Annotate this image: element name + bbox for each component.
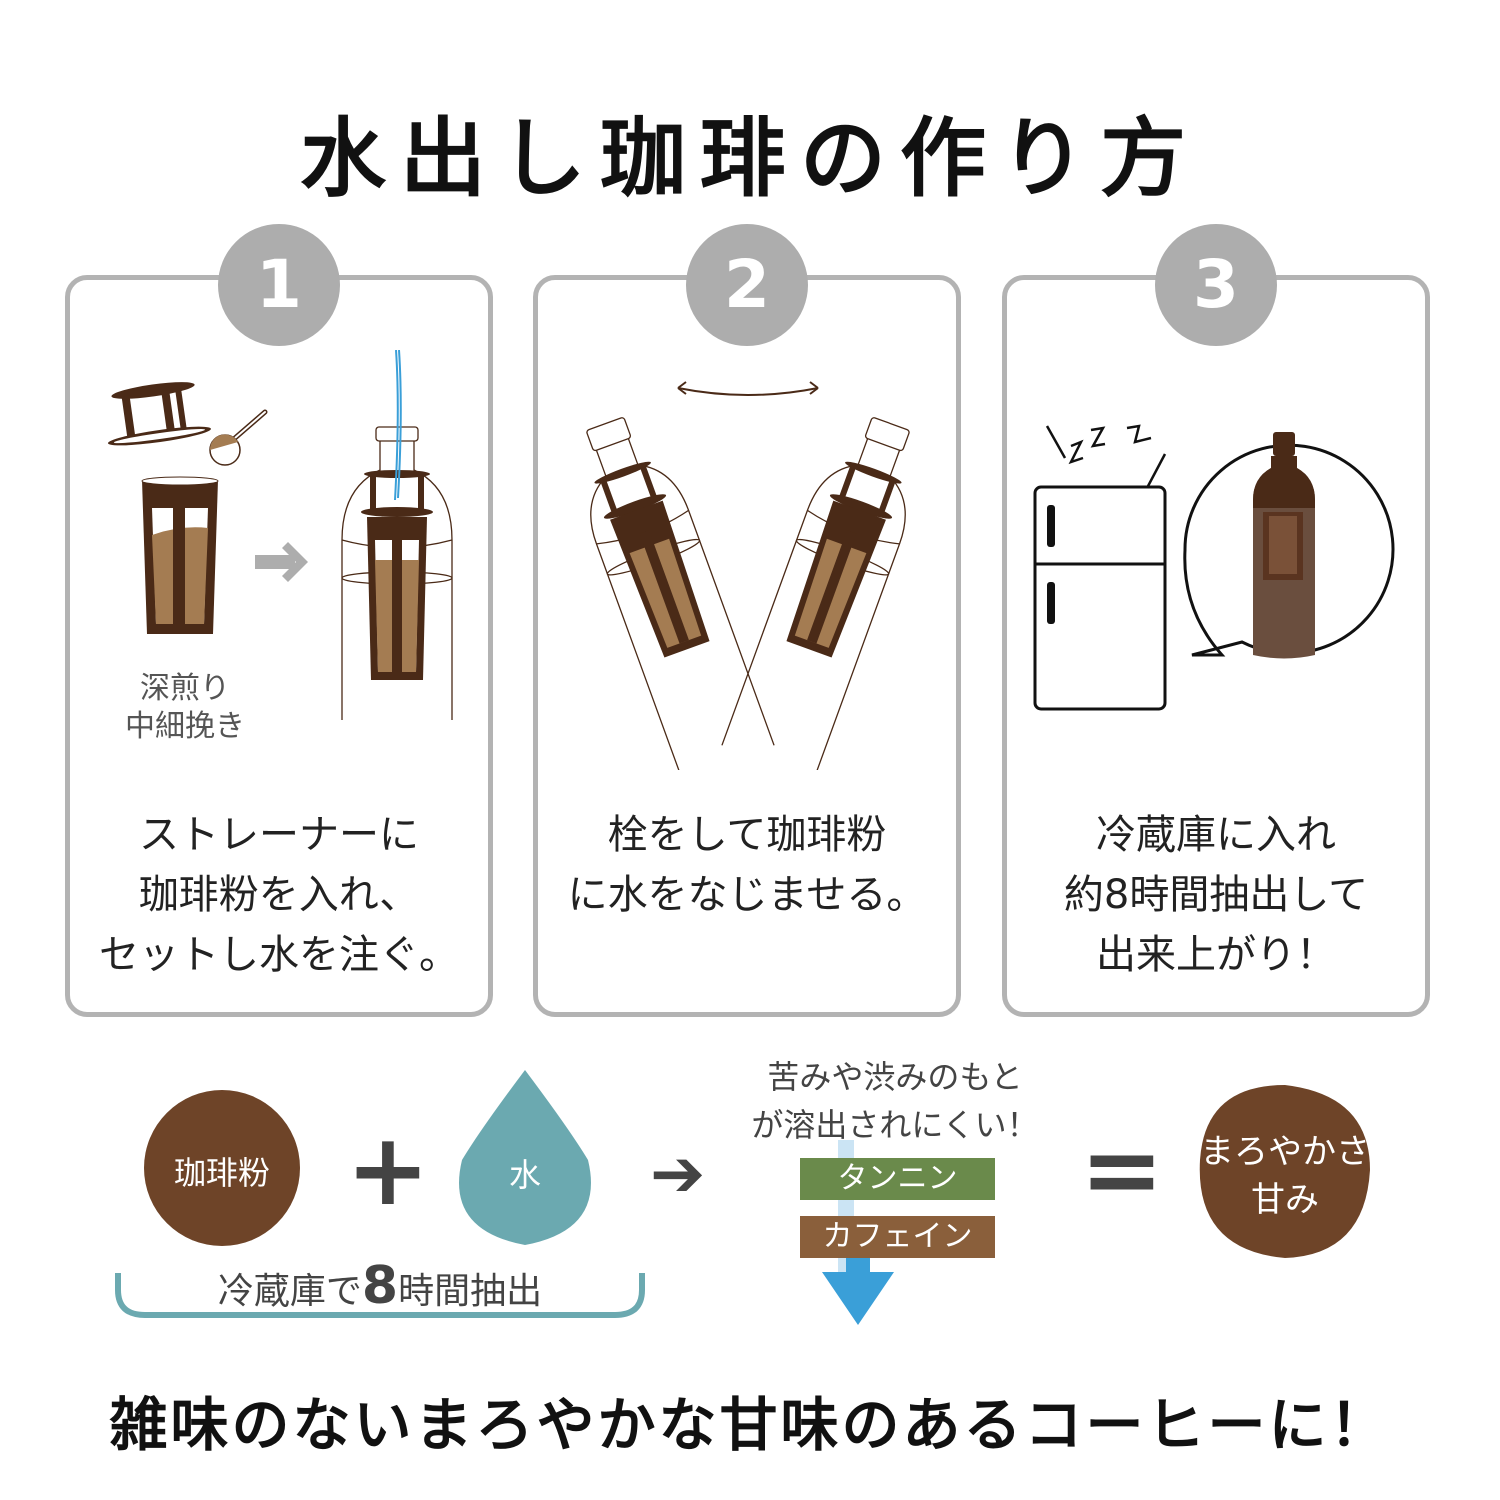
note-line: が溶出されにくい！ — [751, 1106, 1039, 1144]
plus-icon: + — [346, 1111, 430, 1228]
step-2-panel: 2 — [533, 224, 961, 1017]
caption-line: セットし水を注ぐ。 — [99, 932, 459, 978]
caption-line: 栓をして珈琲粉 — [607, 812, 887, 858]
tannin-tag: タンニン — [800, 1158, 995, 1200]
extract-hours: 8 — [361, 1256, 399, 1316]
note-line: 苦みや渋みのもと — [767, 1058, 1023, 1096]
extract-suffix: 時間抽出 — [398, 1271, 543, 1312]
caption-line: 出来上がり！ — [1096, 932, 1336, 978]
result-line: まろやかさ — [1200, 1132, 1370, 1172]
coffee-powder-label: 珈琲粉 — [173, 1154, 270, 1192]
grind-label: 深煎り 中細挽き — [100, 670, 270, 746]
equals-icon: = — [1080, 1111, 1164, 1228]
roast-label: 深煎り — [140, 671, 230, 706]
finished-bottle-icon — [1253, 432, 1315, 659]
strainer-bottle-illustration — [107, 350, 453, 720]
caption-line: 約8時間抽出して — [1063, 872, 1369, 918]
arrow-right-icon: ➔ — [650, 1135, 706, 1212]
step-number-badge: 2 — [686, 224, 808, 346]
arrow-down-icon — [822, 1258, 894, 1325]
result-label: まろやかさ 甘み — [1195, 1128, 1375, 1224]
caffeine-tag: カフェイン — [800, 1216, 995, 1258]
inner-strainer-icon — [361, 470, 433, 680]
swing-arrow-icon — [677, 381, 819, 396]
shake-bottles-illustration — [586, 381, 910, 770]
refrigerator-icon — [1033, 485, 1167, 711]
water-stream-icon — [394, 350, 402, 501]
step-1-caption: ストレーナーに 珈琲粉を入れ、 セットし水を注ぐ。 — [70, 805, 488, 985]
extract-time-label: 冷蔵庫で8時間抽出 — [120, 1256, 640, 1316]
step-number-badge: 1 — [218, 224, 340, 346]
strainer-tube-icon — [141, 476, 219, 634]
fridge-handle-bottom — [1047, 582, 1055, 624]
caption-line: に水をなじませる。 — [567, 872, 927, 918]
step-2-caption: 栓をして珈琲粉 に水をなじませる。 — [538, 805, 956, 925]
fridge-handle-top — [1047, 505, 1055, 547]
strainer-cap-icon — [107, 382, 211, 446]
water-label: 水 — [508, 1156, 541, 1194]
result-line: 甘み — [1251, 1180, 1319, 1220]
extract-prefix: 冷蔵庫で — [217, 1271, 362, 1312]
step-1-panel: 1 — [65, 224, 493, 1017]
footer-tagline: 雑味のないまろやかな甘味のあるコーヒーに！ — [109, 1391, 1391, 1459]
caption-line: 珈琲粉を入れ、 — [138, 872, 420, 918]
step-3-panel: 3 冷蔵庫に入れ 約8時間抽出して 出来上がり！ — [1002, 224, 1430, 1017]
step-number-badge: 3 — [1155, 224, 1277, 346]
fridge-illustration — [1033, 424, 1395, 711]
bottle-right-icon — [721, 417, 910, 770]
caption-line: 冷蔵庫に入れ — [1096, 812, 1336, 858]
bottle-left-icon — [586, 417, 775, 770]
grind-size-label: 中細挽き — [125, 709, 245, 744]
arrow-right-icon — [255, 542, 308, 582]
page-title: 水出し珈琲の作り方 — [300, 109, 1200, 209]
scoop-icon — [209, 409, 268, 466]
sleep-zzz-icon — [1045, 424, 1167, 489]
caption-line: ストレーナーに — [139, 812, 419, 858]
bitterness-note: 苦みや渋みのもと が溶出されにくい！ — [730, 1053, 1060, 1149]
step-3-caption: 冷蔵庫に入れ 約8時間抽出して 出来上がり！ — [1007, 805, 1425, 985]
